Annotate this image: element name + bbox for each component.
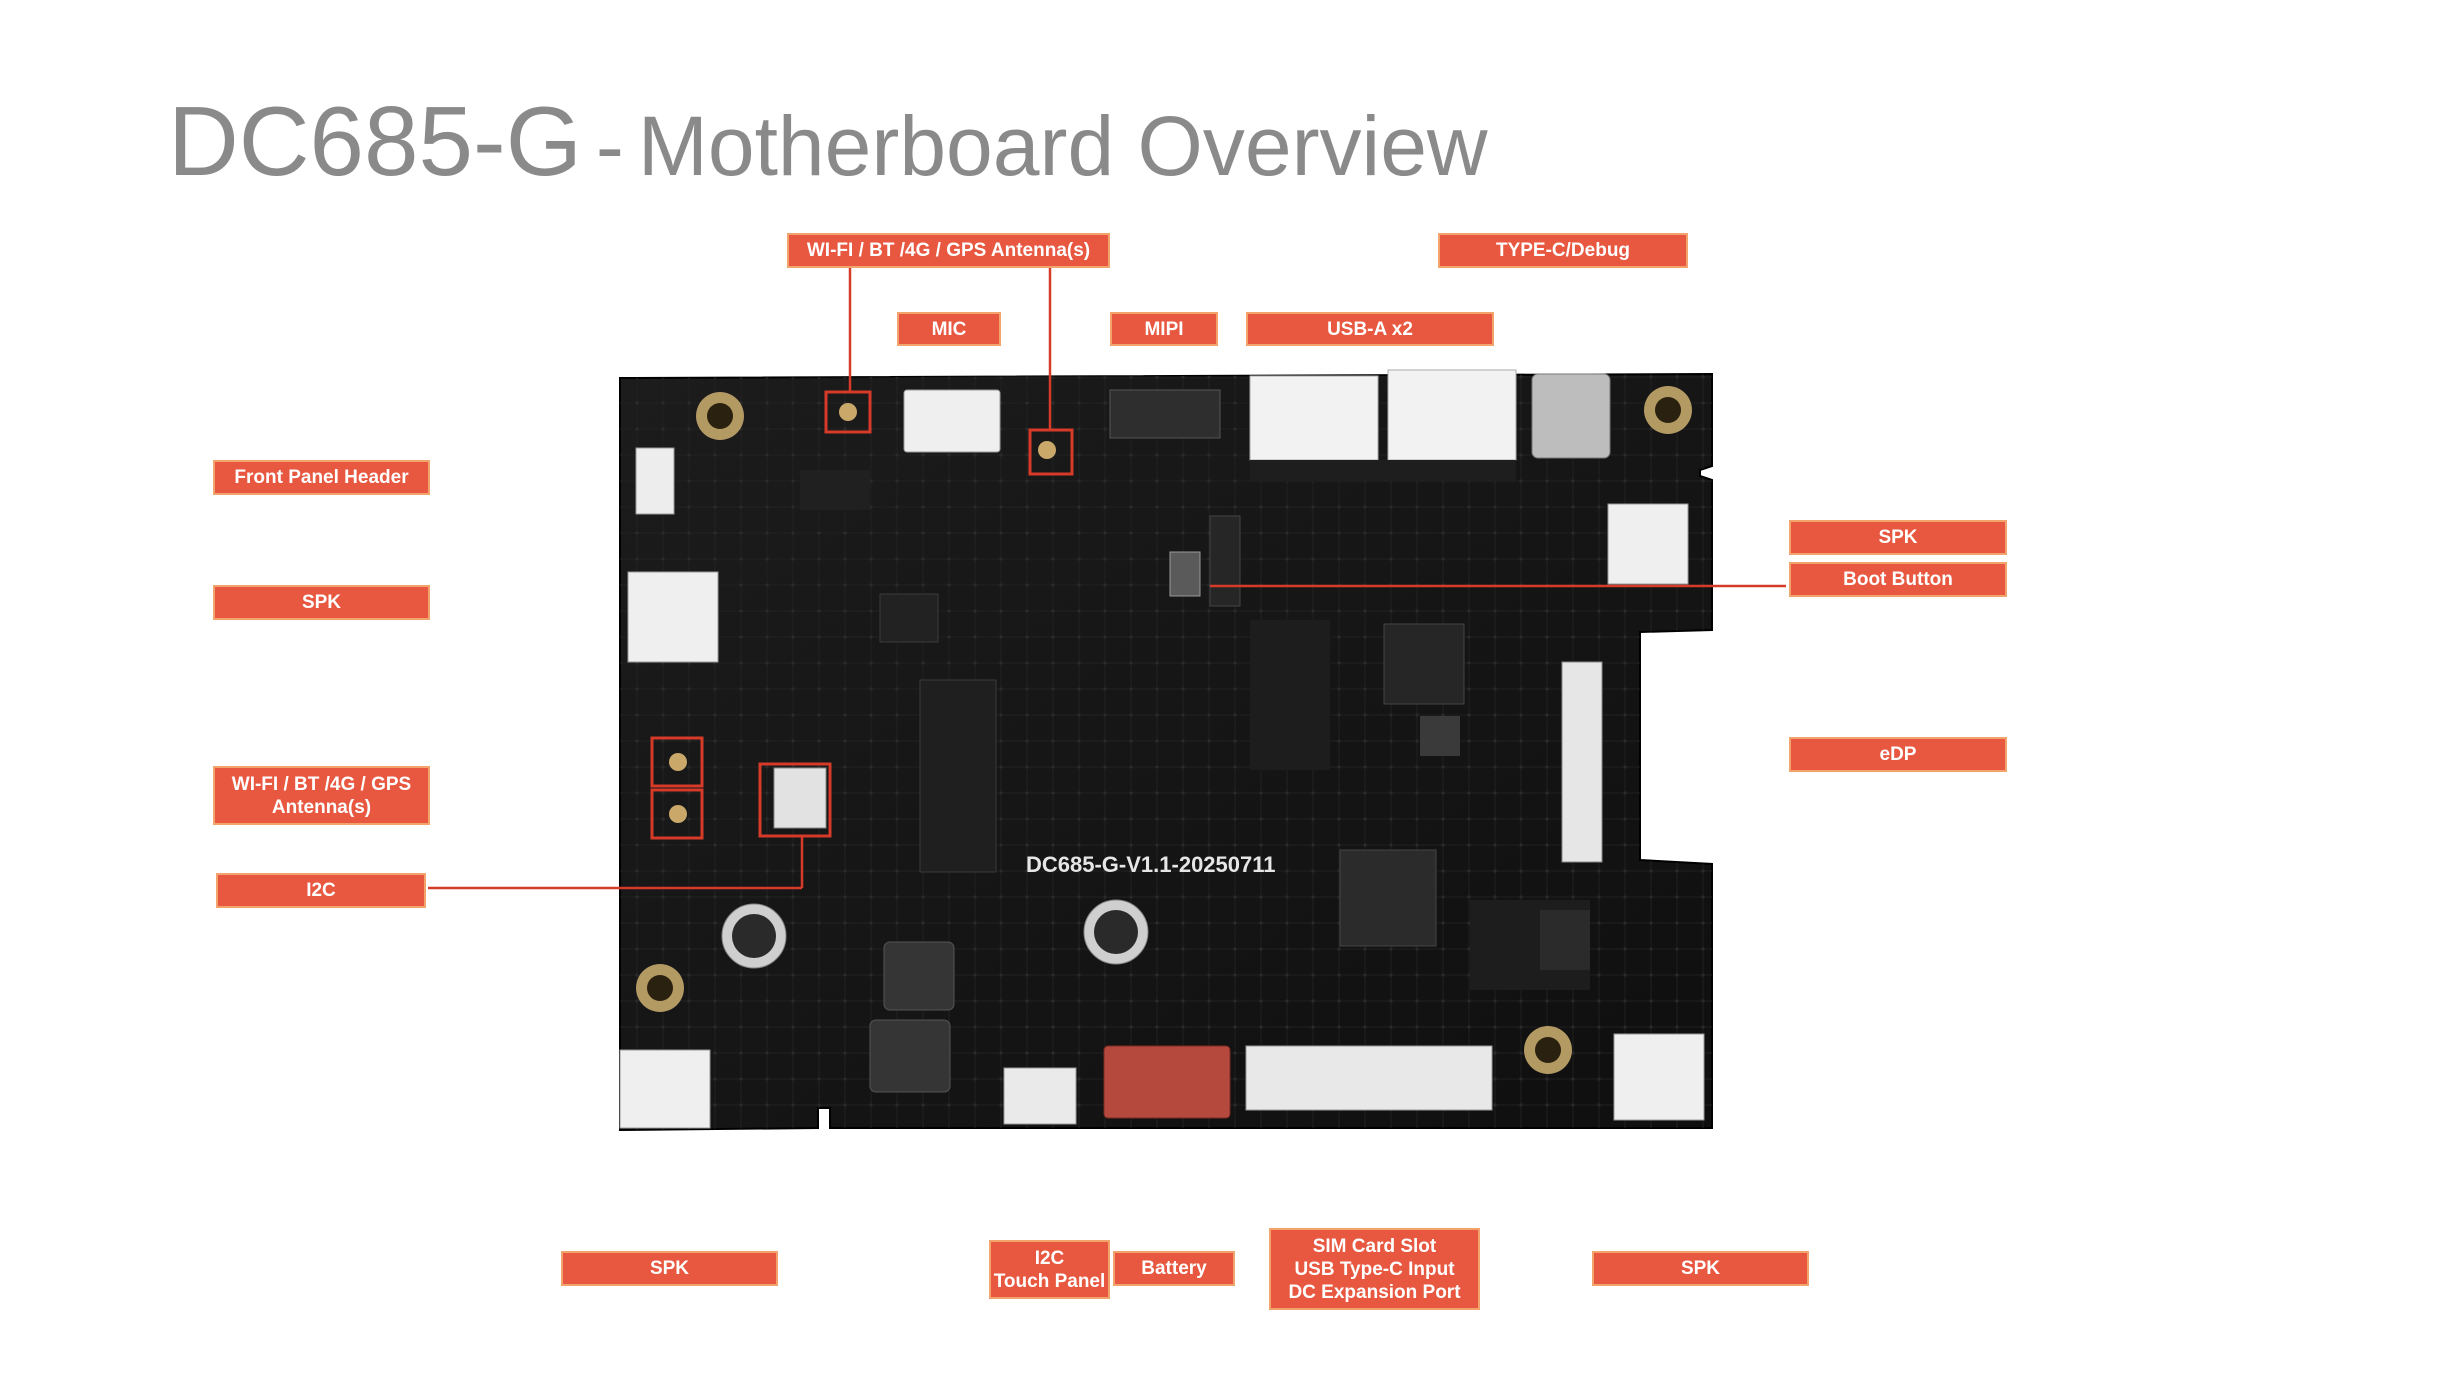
inductor-2: [869, 1019, 951, 1093]
label-antenna-left: WI-FI / BT /4G / GPS Antenna(s): [213, 766, 430, 825]
front-panel-header: [635, 447, 675, 515]
label-sim-usb-dc: SIM Card Slot USB Type-C Input DC Expans…: [1269, 1228, 1480, 1310]
i2c-header: [773, 767, 827, 829]
label-boot-button: Boot Button: [1789, 562, 2007, 597]
leader-lines: [428, 268, 1786, 890]
label-battery: Battery: [1113, 1251, 1235, 1286]
i2c-touch-connector: [1003, 1067, 1077, 1125]
boot-button: [1169, 551, 1201, 597]
spk-connector-bottom-left: [619, 1049, 711, 1129]
spk-connector-left: [627, 571, 719, 663]
antenna-connector-top-2: [1038, 441, 1056, 459]
antenna-connector-wifi: [669, 805, 687, 823]
pcb-components: [619, 369, 1705, 1129]
title-separator: -: [595, 99, 624, 193]
edp-connector: [1561, 661, 1603, 863]
type-c-connector: [1531, 373, 1611, 459]
page-title: DC685-G-Motherboard Overview: [168, 92, 1488, 190]
inductor-1: [883, 941, 955, 1011]
label-spk-bottom-right: SPK: [1592, 1251, 1809, 1286]
label-edp: eDP: [1789, 737, 2007, 772]
title-model: DC685-G: [168, 86, 582, 196]
board-silkscreen-version: DC685-G-V1.1-20250711: [1026, 852, 1276, 877]
mipi-connector: [1109, 389, 1221, 439]
usb-a-connector-2: [1387, 369, 1517, 461]
chip-2: [1383, 623, 1465, 705]
label-mic: MIC: [897, 312, 1001, 346]
pcb-board: [619, 372, 1713, 1132]
bottom-fpc-connector: [1245, 1045, 1493, 1111]
title-subtitle: Motherboard Overview: [637, 99, 1488, 193]
battery-connector: [1103, 1045, 1231, 1119]
antenna-connector-top-1: [839, 403, 857, 421]
label-antenna-top: WI-FI / BT /4G / GPS Antenna(s): [787, 233, 1110, 268]
soc-chip: [1339, 849, 1437, 947]
label-spk-left: SPK: [213, 585, 430, 620]
label-i2c: I2C: [216, 873, 426, 908]
spk-connector-right: [1607, 503, 1689, 585]
label-type-c-debug: TYPE-C/Debug: [1438, 233, 1688, 268]
label-spk-right: SPK: [1789, 520, 2007, 555]
label-i2c-touch-panel: I2C Touch Panel: [989, 1240, 1110, 1299]
highlight-boxes: [650, 390, 1074, 840]
label-spk-bottom-left: SPK: [561, 1251, 778, 1286]
label-usb-a: USB-A x2: [1246, 312, 1494, 346]
spk-connector-bottom-right: [1613, 1033, 1705, 1121]
usb-a-connector-1: [1249, 375, 1379, 461]
mic-connector: [903, 389, 1001, 453]
label-front-panel-header: Front Panel Header: [213, 460, 430, 495]
antenna-connector-main: [669, 753, 687, 771]
label-mipi: MIPI: [1110, 312, 1218, 346]
mounting-holes: [636, 386, 1692, 1074]
